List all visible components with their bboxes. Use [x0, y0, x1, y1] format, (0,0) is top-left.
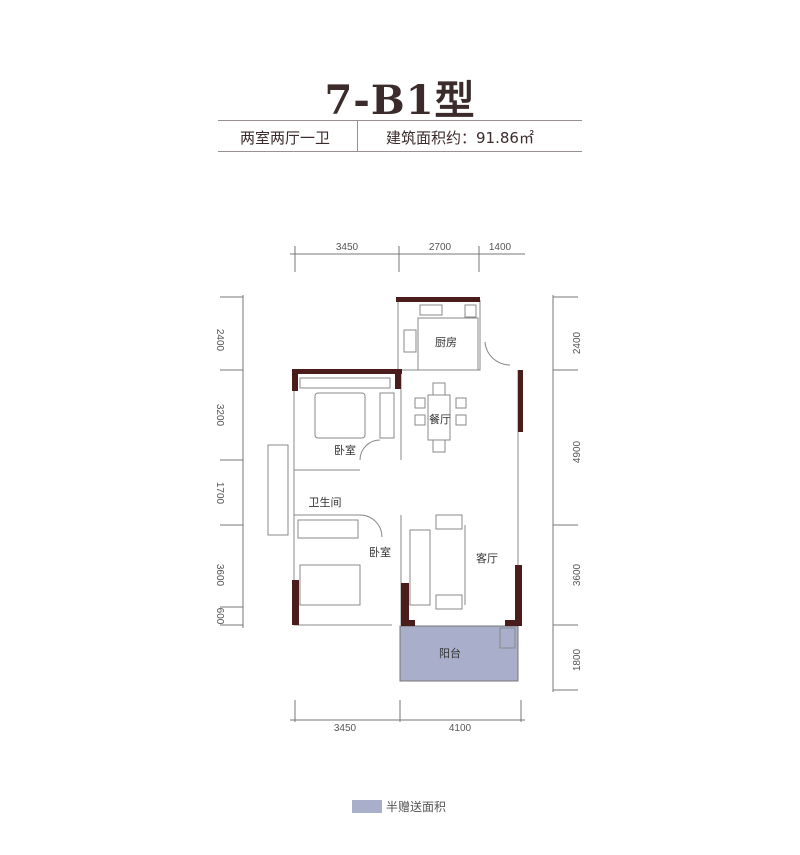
dim-left-3: 1700 — [214, 482, 225, 505]
legend-swatch — [352, 800, 382, 813]
dim-left-5: 600 — [214, 608, 225, 625]
dim-right-1: 2400 — [572, 331, 583, 354]
dim-right-2: 4900 — [572, 440, 583, 463]
balcony-area — [399, 625, 519, 682]
room-label-living: 客厅 — [476, 551, 498, 565]
dim-left-1: 2400 — [214, 329, 225, 352]
layout-type: 两室两厅一卫 — [240, 129, 331, 147]
dim-left-4: 3600 — [214, 564, 225, 587]
plan-title: 7-B1型 — [324, 77, 476, 124]
room-label-kitchen: 厨房 — [435, 336, 457, 349]
dim-right-4: 1800 — [572, 648, 583, 671]
room-label-dining: 餐厅 — [429, 412, 451, 426]
divider-top — [218, 120, 582, 121]
room-label-second-bedroom: 卧室 — [369, 545, 391, 559]
dim-top-2: 2700 — [429, 242, 452, 253]
legend-label: 半赠送面积 — [386, 800, 447, 814]
dim-left-2: 3200 — [214, 404, 225, 427]
dimension-lines — [220, 246, 578, 722]
dim-bottom-2: 4100 — [449, 723, 472, 734]
dim-right-3: 3600 — [572, 563, 583, 586]
divider-bottom — [218, 151, 582, 152]
floor-area: 建筑面积约：91.86㎡ — [386, 129, 534, 147]
dim-top-3: 1400 — [489, 242, 512, 253]
room-label-bathroom: 卫生间 — [309, 495, 342, 509]
room-label-master-bedroom: 卧室 — [334, 443, 356, 457]
room-label-balcony: 阳台 — [439, 646, 461, 660]
dim-bottom-1: 3450 — [334, 723, 357, 734]
exterior-walls — [292, 297, 523, 626]
legend: 半赠送面积 — [352, 798, 446, 815]
interior-walls — [267, 300, 519, 649]
dim-top-1: 3450 — [336, 242, 359, 253]
divider-vertical — [357, 121, 358, 151]
